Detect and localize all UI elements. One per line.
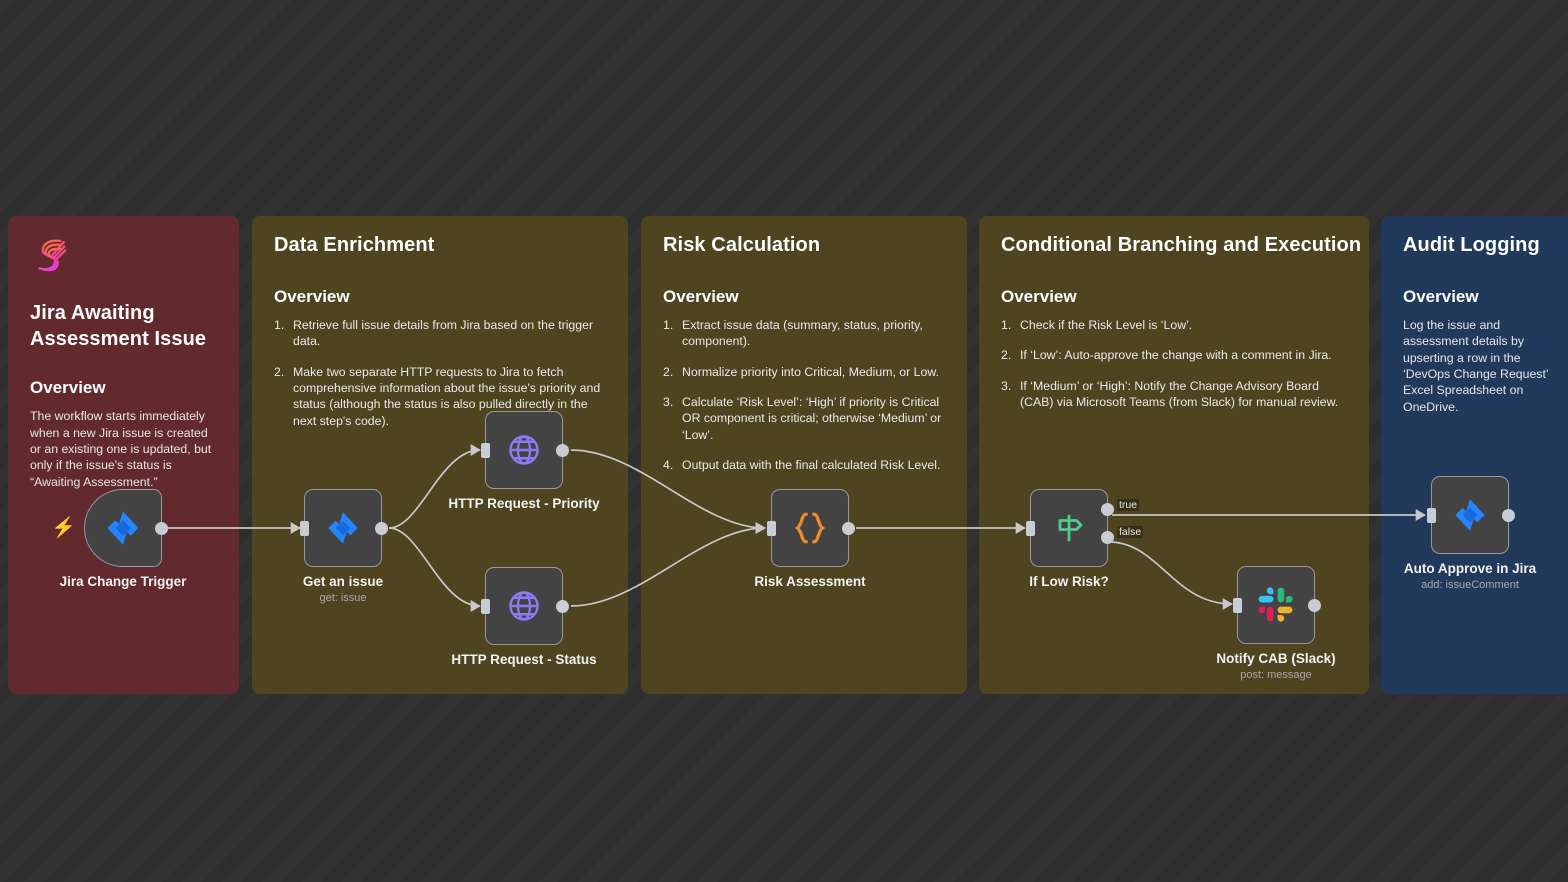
node-label: Jira Change Trigger — [59, 574, 187, 589]
panel-overview-label: Overview — [30, 378, 106, 398]
node-sublabel: add: issueComment — [1421, 579, 1519, 591]
output-port[interactable] — [1502, 508, 1515, 522]
panel-step: Retrieve full issue details from Jira ba… — [274, 317, 594, 349]
panel-step-list: Extract issue data (summary, status, pri… — [663, 317, 945, 474]
panel-step: Check if the Risk Level is ‘Low’. — [1001, 317, 1193, 334]
output-port[interactable] — [842, 521, 855, 535]
node-label: If Low Risk? — [1029, 574, 1109, 589]
output-port-false[interactable] — [1101, 531, 1114, 545]
input-port[interactable] — [1427, 507, 1436, 523]
panel-overview-label: Overview — [1001, 287, 1077, 306]
input-port[interactable] — [767, 520, 776, 536]
panel-step-list: Check if the Risk Level is ‘Low’. If ‘Lo… — [1001, 317, 1347, 410]
input-port[interactable] — [481, 442, 490, 458]
node-http-request-priority[interactable]: HTTP Request - Priority — [448, 411, 600, 511]
slack-icon — [1258, 587, 1293, 622]
node-label: HTTP Request - Status — [451, 652, 597, 667]
output-port[interactable] — [375, 521, 388, 535]
panel-step: If ‘Medium’ or ‘High’: Notify the Change… — [1001, 378, 1339, 410]
n8n-s-logo-icon — [38, 239, 67, 272]
node-label: Auto Approve in Jira — [1403, 561, 1537, 576]
lightning-bolt-icon: ⚡ — [51, 517, 76, 539]
node-label: Get an issue — [302, 574, 384, 589]
panel-title: Risk Calculation — [663, 234, 821, 256]
node-label: Notify CAB (Slack) — [1216, 651, 1336, 666]
node-label: HTTP Request - Priority — [448, 496, 600, 511]
node-auto-approve-in-jira[interactable]: Auto Approve in Jira add: issueComment — [1404, 476, 1536, 591]
jira-icon — [107, 511, 139, 545]
node-http-request-status[interactable]: HTTP Request - Status — [451, 567, 597, 667]
panel-overview-text: Log the issue and assessment details by … — [1403, 318, 1549, 414]
sticky-panel-risk-calculation[interactable]: Risk Calculation Overview Extract issue … — [641, 216, 967, 694]
panel-step: Calculate ‘Risk Level’: ‘High’ if priori… — [663, 394, 942, 442]
input-port[interactable] — [1233, 597, 1242, 613]
branch-label-true: true — [1117, 499, 1140, 511]
node-risk-assessment[interactable]: Risk Assessment — [754, 489, 866, 589]
sticky-panel-jira-awaiting-assessment-issue[interactable]: Jira Awaiting Assessment Issue Overview … — [8, 216, 239, 694]
node-if-low-risk[interactable]: true false If Low Risk? — [1026, 489, 1144, 589]
node-notify-cab-slack[interactable]: Notify CAB (Slack) post: message — [1216, 566, 1336, 681]
node-label: Risk Assessment — [754, 574, 866, 589]
node-sublabel: get: issue — [319, 592, 367, 604]
branch-label-false: false — [1117, 526, 1144, 538]
panel-overview-text: The workflow starts immediately when a n… — [30, 409, 212, 489]
panel-step-list: Retrieve full issue details from Jira ba… — [274, 317, 606, 429]
node-sublabel: post: message — [1240, 669, 1312, 681]
globe-icon — [509, 435, 539, 465]
globe-icon — [509, 591, 539, 621]
panel-step: Make two separate HTTP requests to Jira … — [274, 364, 601, 428]
panel-overview-label: Overview — [663, 287, 739, 306]
node-jira-change-trigger[interactable]: ⚡ Jira Change Trigger — [51, 489, 186, 589]
input-port[interactable] — [300, 520, 309, 536]
output-port[interactable] — [556, 599, 569, 613]
output-port[interactable] — [155, 521, 168, 535]
jira-icon — [1455, 499, 1485, 531]
output-port[interactable] — [556, 443, 569, 457]
jira-icon — [328, 512, 358, 544]
input-port[interactable] — [481, 598, 490, 614]
panel-title: Data Enrichment — [274, 234, 435, 256]
output-port-true[interactable] — [1101, 502, 1114, 516]
panel-title: Audit Logging — [1403, 234, 1540, 256]
sticky-panel-data-enrichment[interactable]: Data Enrichment Overview Retrieve full i… — [252, 216, 628, 694]
signpost-icon — [1058, 514, 1083, 542]
input-port[interactable] — [1026, 520, 1035, 536]
panel-step: Output data with the final calculated Ri… — [663, 457, 941, 474]
sticky-panel-audit-logging[interactable]: Audit Logging Overview Log the issue and… — [1381, 216, 1568, 694]
node-get-an-issue[interactable]: Get an issue get: issue — [300, 489, 388, 604]
output-port[interactable] — [1308, 598, 1321, 612]
panel-title: Jira Awaiting Assessment Issue — [30, 302, 207, 350]
panel-overview-label: Overview — [274, 287, 350, 306]
panel-step: Normalize priority into Critical, Medium… — [663, 364, 939, 381]
panel-title: Conditional Branching and Execution — [1001, 234, 1362, 256]
panel-step: If ‘Low’: Auto-approve the change with a… — [1001, 347, 1332, 364]
code-braces-icon — [794, 512, 826, 544]
panel-overview-label: Overview — [1403, 287, 1479, 306]
panel-step: Extract issue data (summary, status, pri… — [663, 317, 923, 349]
